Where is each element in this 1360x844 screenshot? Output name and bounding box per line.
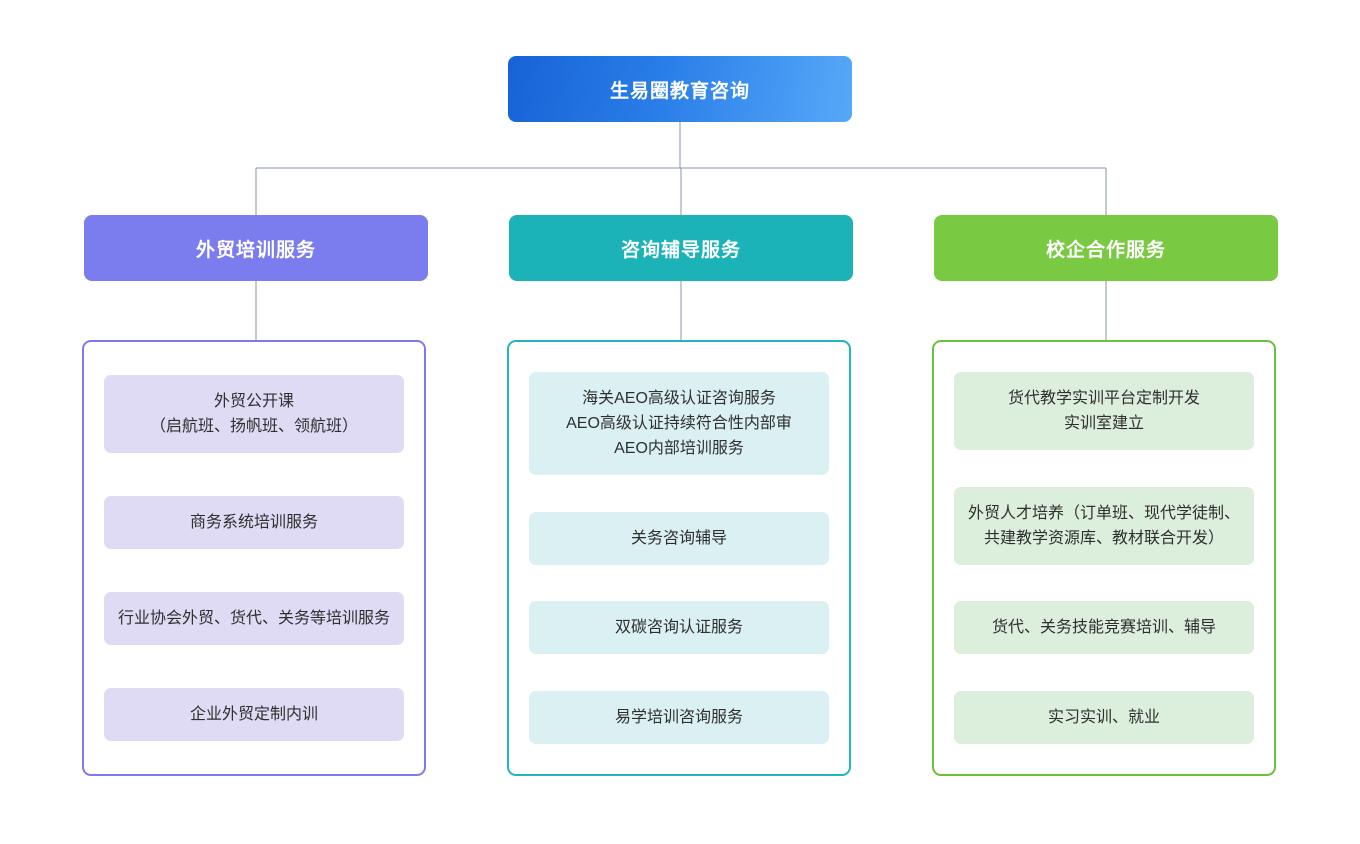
- leaf-card-label: 货代教学实训平台定制开发 实训室建立: [1007, 390, 1200, 433]
- root-node[interactable]: 生易圈教育咨询: [508, 56, 852, 122]
- leaf-panel-consulting-tutoring: 海关AEO高级认证咨询服务 AEO高级认证持续符合性内部审 AEO内部培训服务 …: [507, 340, 851, 776]
- branch-header-label: 校企合作服务: [1045, 239, 1166, 261]
- branch-column-foreign-trade-training: 外贸培训服务: [84, 215, 428, 281]
- branch-header-consulting-tutoring[interactable]: 咨询辅导服务: [509, 215, 853, 281]
- leaf-card[interactable]: 商务系统培训服务: [104, 496, 404, 550]
- leaf-card[interactable]: 实习实训、就业: [954, 690, 1254, 744]
- leaf-card-label: 外贸公开课 （启航班、扬帆班、领航班）: [149, 393, 358, 436]
- branch-column-consulting-tutoring: 咨询辅导服务: [509, 215, 853, 281]
- leaf-card[interactable]: 货代教学实训平台定制开发 实训室建立: [954, 372, 1254, 451]
- leaf-card-label: 货代、关务技能竞赛培训、辅导: [991, 619, 1216, 637]
- leaf-card[interactable]: 货代、关务技能竞赛培训、辅导: [954, 601, 1254, 655]
- leaf-card[interactable]: 外贸人才培养（订单班、现代学徒制、共建教学资源库、教材联合开发）: [954, 486, 1254, 565]
- leaf-card[interactable]: 易学培训咨询服务: [529, 690, 829, 744]
- leaf-card-label: 关务咨询辅导: [630, 529, 727, 547]
- leaf-card[interactable]: 企业外贸定制内训: [104, 687, 404, 741]
- branch-header-label: 外贸培训服务: [195, 239, 316, 261]
- branch-column-school-enterprise-cooperation: 校企合作服务: [934, 215, 1278, 281]
- leaf-card-label: 实习实训、就业: [1047, 708, 1160, 726]
- branch-header-label: 咨询辅导服务: [620, 239, 741, 261]
- leaf-panel-foreign-trade-training: 外贸公开课 （启航班、扬帆班、领航班） 商务系统培训服务 行业协会外贸、货代、关…: [82, 340, 426, 776]
- leaf-card-label: 外贸人才培养（订单班、现代学徒制、共建教学资源库、教材联合开发）: [967, 504, 1240, 547]
- branch-header-school-enterprise-cooperation[interactable]: 校企合作服务: [934, 215, 1278, 281]
- leaf-card[interactable]: 海关AEO高级认证咨询服务 AEO高级认证持续符合性内部审 AEO内部培训服务: [529, 372, 829, 476]
- leaf-card-label: 双碳咨询认证服务: [614, 619, 743, 637]
- leaf-card-label: 易学培训咨询服务: [614, 708, 743, 726]
- root-node-label: 生易圈教育咨询: [609, 80, 750, 102]
- leaf-card-label: 商务系统培训服务: [189, 514, 318, 532]
- leaf-card[interactable]: 关务咨询辅导: [529, 511, 829, 565]
- leaf-card-label: 企业外贸定制内训: [189, 705, 318, 723]
- leaf-card[interactable]: 行业协会外贸、货代、关务等培训服务: [104, 591, 404, 645]
- leaf-panel-school-enterprise-cooperation: 货代教学实训平台定制开发 实训室建立 外贸人才培养（订单班、现代学徒制、共建教学…: [932, 340, 1276, 776]
- leaf-card-label: 行业协会外贸、货代、关务等培训服务: [117, 609, 390, 627]
- leaf-card[interactable]: 双碳咨询认证服务: [529, 601, 829, 655]
- leaf-card[interactable]: 外贸公开课 （启航班、扬帆班、领航班）: [104, 375, 404, 454]
- branch-header-foreign-trade-training[interactable]: 外贸培训服务: [84, 215, 428, 281]
- leaf-card-label: 海关AEO高级认证咨询服务 AEO高级认证持续符合性内部审 AEO内部培训服务: [566, 390, 792, 458]
